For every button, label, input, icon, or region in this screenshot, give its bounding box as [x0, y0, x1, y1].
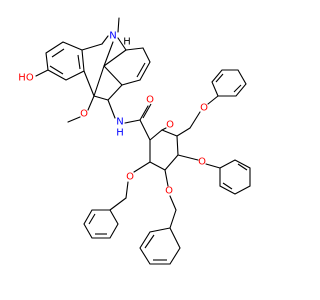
methoxy-o-label: O	[80, 109, 88, 120]
stereo-h-label: H	[123, 37, 131, 48]
atom-labels: HO N H O N H O O O O O O	[18, 31, 208, 197]
n-methyl-label: N	[109, 31, 116, 42]
obn-left	[83, 161, 151, 239]
obn-bottom	[139, 169, 181, 265]
amide-h-label: H	[116, 128, 124, 139]
bn-o3-label: O	[165, 186, 173, 197]
molecule-diagram: HO N H O N H O O O O O O	[18, 17, 251, 265]
bn-o4-label: O	[126, 172, 134, 183]
amide-chain	[107, 99, 152, 141]
ring-o-label: O	[166, 120, 174, 131]
core-bonds	[81, 17, 151, 101]
structure-svg: HO N H O N H O O O O O O	[18, 17, 251, 265]
aromatic-ring	[45, 41, 85, 81]
ch2-obn-top	[189, 69, 247, 129]
amide-n-label: N	[116, 117, 123, 128]
oh-bond	[35, 69, 49, 77]
methoxy-group	[67, 95, 95, 123]
obn-right	[177, 154, 251, 195]
bn-o2-label: O	[198, 157, 206, 168]
pyranose-ring	[149, 127, 191, 171]
oh-label: HO	[18, 73, 34, 84]
carbonyl-o-label: O	[146, 95, 154, 106]
bn-o1-label: O	[200, 103, 208, 114]
